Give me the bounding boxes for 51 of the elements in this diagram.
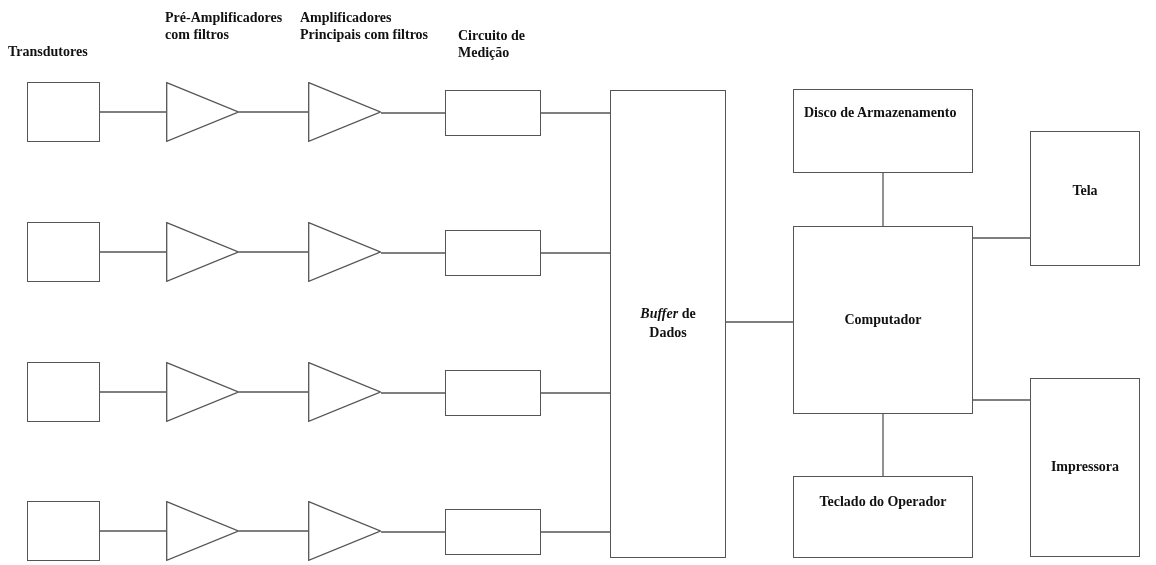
column-heading: Transdutores: [8, 44, 89, 61]
box-label: Impressora: [1050, 458, 1120, 477]
square-box: [445, 230, 541, 276]
connector-line: [238, 391, 309, 393]
keyboard-box: [793, 476, 973, 558]
amplifier-triangle: [166, 82, 239, 142]
box-label: Disco de Armazenamento: [804, 104, 957, 122]
amplifier-triangle: [166, 222, 239, 282]
square-box: [27, 362, 100, 422]
display-box: [1030, 131, 1140, 266]
connector-line: [380, 392, 446, 394]
column-heading: Circuito de Medição: [458, 28, 526, 62]
box-label: Tela: [1072, 182, 1098, 200]
amplifier-triangle: [308, 222, 381, 282]
amplifier-triangle: [308, 362, 381, 422]
square-box: [445, 370, 541, 416]
box-label: Computador: [844, 310, 922, 329]
connector-line: [238, 251, 309, 253]
computer-box: [793, 226, 973, 414]
connector-line: [540, 531, 611, 533]
square-box: [27, 501, 100, 561]
connector-line: [540, 252, 611, 254]
connector-line: [380, 252, 446, 254]
column-heading: Amplificadores Principais com filtros: [300, 10, 430, 44]
connector-line: [380, 112, 446, 114]
square-box: [445, 509, 541, 555]
connector-line: [540, 112, 611, 114]
connector-line: [99, 391, 167, 393]
box-label: Teclado do Operador: [819, 493, 947, 511]
connector-line: [238, 530, 309, 532]
amplifier-triangle: [308, 501, 381, 561]
connector-line: [725, 321, 794, 323]
connector-line: [238, 111, 309, 113]
connector-line: [882, 172, 884, 227]
connector-line: [540, 392, 611, 394]
connector-line: [380, 531, 446, 533]
square-box: [27, 82, 100, 142]
connector-line: [972, 237, 1031, 239]
connector-line: [99, 530, 167, 532]
square-box: [445, 90, 541, 136]
box-label: Buffer de Dados: [639, 305, 697, 342]
connector-line: [882, 413, 884, 477]
connector-line: [99, 111, 167, 113]
connector-line: [99, 251, 167, 253]
square-box: [27, 222, 100, 282]
amplifier-triangle: [308, 82, 381, 142]
printer-box: [1030, 378, 1140, 557]
buffer-box: [610, 90, 726, 558]
amplifier-triangle: [166, 362, 239, 422]
amplifier-triangle: [166, 501, 239, 561]
connector-line: [972, 399, 1031, 401]
